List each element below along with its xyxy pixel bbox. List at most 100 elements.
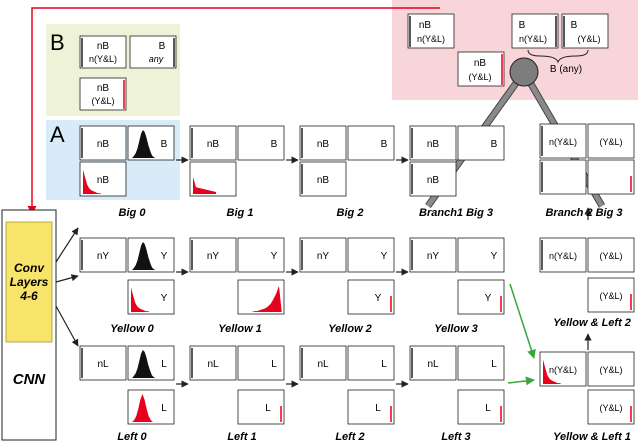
plot-big2-red-label: nB (317, 175, 330, 186)
branch-node (509, 57, 539, 87)
legend-box-nb (79, 35, 127, 69)
plot-branch1-red-label: nB (427, 175, 440, 186)
top-label-n-yl-2: n(Y&L) (519, 34, 547, 44)
plot-yl2-nyl (539, 237, 587, 273)
plot-big0-red-hist (83, 169, 104, 194)
plot-yl1-yl (587, 351, 635, 387)
plot-left0-l-label: L (161, 359, 167, 370)
panel-letter-b: B (50, 30, 65, 55)
cnn-title: CNN (13, 371, 47, 388)
plot-branch1-nb-label: nB (427, 139, 440, 150)
legend-top: nB n(Y&L) B n(Y&L) B (Y&L) B (any) nB (Y… (407, 13, 609, 87)
conv-label-line2: Layers (10, 275, 49, 289)
plot-left2-red (347, 389, 395, 425)
flow-arrows (176, 156, 409, 388)
caption-yellow1: Yellow 1 (218, 323, 262, 335)
plot-left3-l (457, 345, 505, 381)
top-box-b-yl (561, 13, 609, 49)
caption-big2: Big 2 (337, 207, 364, 219)
top-label-nb: nB (419, 20, 432, 31)
plot-left3-red-label: L (485, 403, 491, 414)
plot-left1-red (237, 389, 285, 425)
plot-yl2-nyl-label: n(Y&L) (549, 251, 577, 261)
conv-layers-box (5, 221, 53, 343)
plot-big0-b-hist (132, 130, 158, 158)
plot-yl1-nyl-label: n(Y&L) (549, 365, 577, 375)
plot-branch1-nb (409, 125, 457, 161)
plot-big1-red-hist (193, 177, 216, 194)
caption-yellow3: Yellow 3 (434, 323, 478, 335)
plot-left2-nl (299, 345, 347, 381)
plot-branch1-b (457, 125, 505, 161)
plot-yl2-red (587, 277, 635, 313)
plot-yellow0-ny-label: nY (97, 251, 110, 262)
plot-left0-red-label: L (161, 403, 167, 414)
plot-branch1-b-label: B (491, 139, 498, 150)
top-brace (527, 49, 589, 64)
caption-left2: Left 2 (335, 431, 364, 443)
plot-yellow1-ny-label: nY (207, 251, 220, 262)
conv-label-line3: 4-6 (19, 289, 38, 303)
plot-left0-l-hist (132, 350, 158, 378)
legend-label-nb-2: nB (97, 83, 110, 94)
caption-left0: Left 0 (117, 431, 147, 443)
legend-label-b: B (159, 41, 166, 52)
plot-big2-nb-label: nB (317, 139, 330, 150)
caption-yellow2: Yellow 2 (328, 323, 372, 335)
plot-big2-b-label: B (381, 139, 388, 150)
plot-big1-b-label: B (271, 139, 278, 150)
plot-left3-nl (409, 345, 457, 381)
top-label-yl-2: (Y&L) (468, 72, 491, 82)
plot-left2-l-label: L (381, 359, 387, 370)
arrow-cnn-to-yellow (55, 274, 79, 283)
caption-left3: Left 3 (441, 431, 470, 443)
legend-b: nB n(Y&L) B any nB (Y&L) (79, 35, 177, 111)
panel-letter-a: A (50, 122, 65, 147)
plot-yellow1-y-label: Y (271, 251, 278, 262)
caption-yellow-left2: Yellow & Left 2 (553, 317, 631, 329)
arrow-cnn-to-big (55, 227, 79, 263)
plot-yellow3-ny-label: nY (427, 251, 440, 262)
plot-yl2-yl (587, 237, 635, 273)
legend-box-yl (79, 77, 127, 111)
plot-left1-l-label: L (271, 359, 277, 370)
plot-yellow1-ny (189, 237, 237, 273)
plot-yellow0-red-label: Y (161, 293, 168, 304)
plot-yl1-red (587, 389, 635, 425)
plot-left0-nl (79, 345, 127, 381)
plot-left2-l (347, 345, 395, 381)
plot-yellow2-ny (299, 237, 347, 273)
plot-yellow2-red (347, 279, 395, 315)
top-label-b-any: B (any) (550, 64, 582, 75)
feedback-arrow (27, 7, 440, 215)
legend-label-any: any (149, 54, 164, 64)
plot-branch2-nyl-label: n(Y&L) (549, 137, 577, 147)
green-arrow-left (507, 376, 535, 386)
top-box-nb (407, 13, 455, 49)
plot-yellow1-y (237, 237, 285, 273)
caption-branch1: Branch1 Big 3 (419, 207, 493, 219)
plot-yl1-yl-label: (Y&L) (599, 365, 622, 375)
plot-yellow0-y-hist (132, 242, 158, 270)
plot-yl2-yl-label: (Y&L) (599, 251, 622, 261)
plot-yl1-nyl-hist (543, 359, 564, 384)
plot-yellow2-red-label: Y (375, 293, 382, 304)
green-arrow-yellow (509, 283, 536, 359)
plot-branch2-lower (539, 159, 587, 195)
plot-yellow0-y-label: Y (161, 251, 168, 262)
legend-label-yl: (Y&L) (91, 96, 114, 106)
caption-big0: Big 0 (119, 207, 147, 219)
plot-big2-b (347, 125, 395, 161)
plot-big0-red-label: nB (97, 175, 110, 186)
caption-big1: Big 1 (227, 207, 254, 219)
plot-yellow2-y-label: Y (381, 251, 388, 262)
plot-left1-nl (189, 345, 237, 381)
plot-branch2-nyl (539, 123, 587, 159)
top-label-b-1: B (519, 20, 526, 31)
plot-big1-nb-label: nB (207, 139, 220, 150)
plot-branch2-lower2 (587, 159, 635, 195)
plot-big1-b (237, 125, 285, 161)
plot-yellow3-red-label: Y (485, 293, 492, 304)
